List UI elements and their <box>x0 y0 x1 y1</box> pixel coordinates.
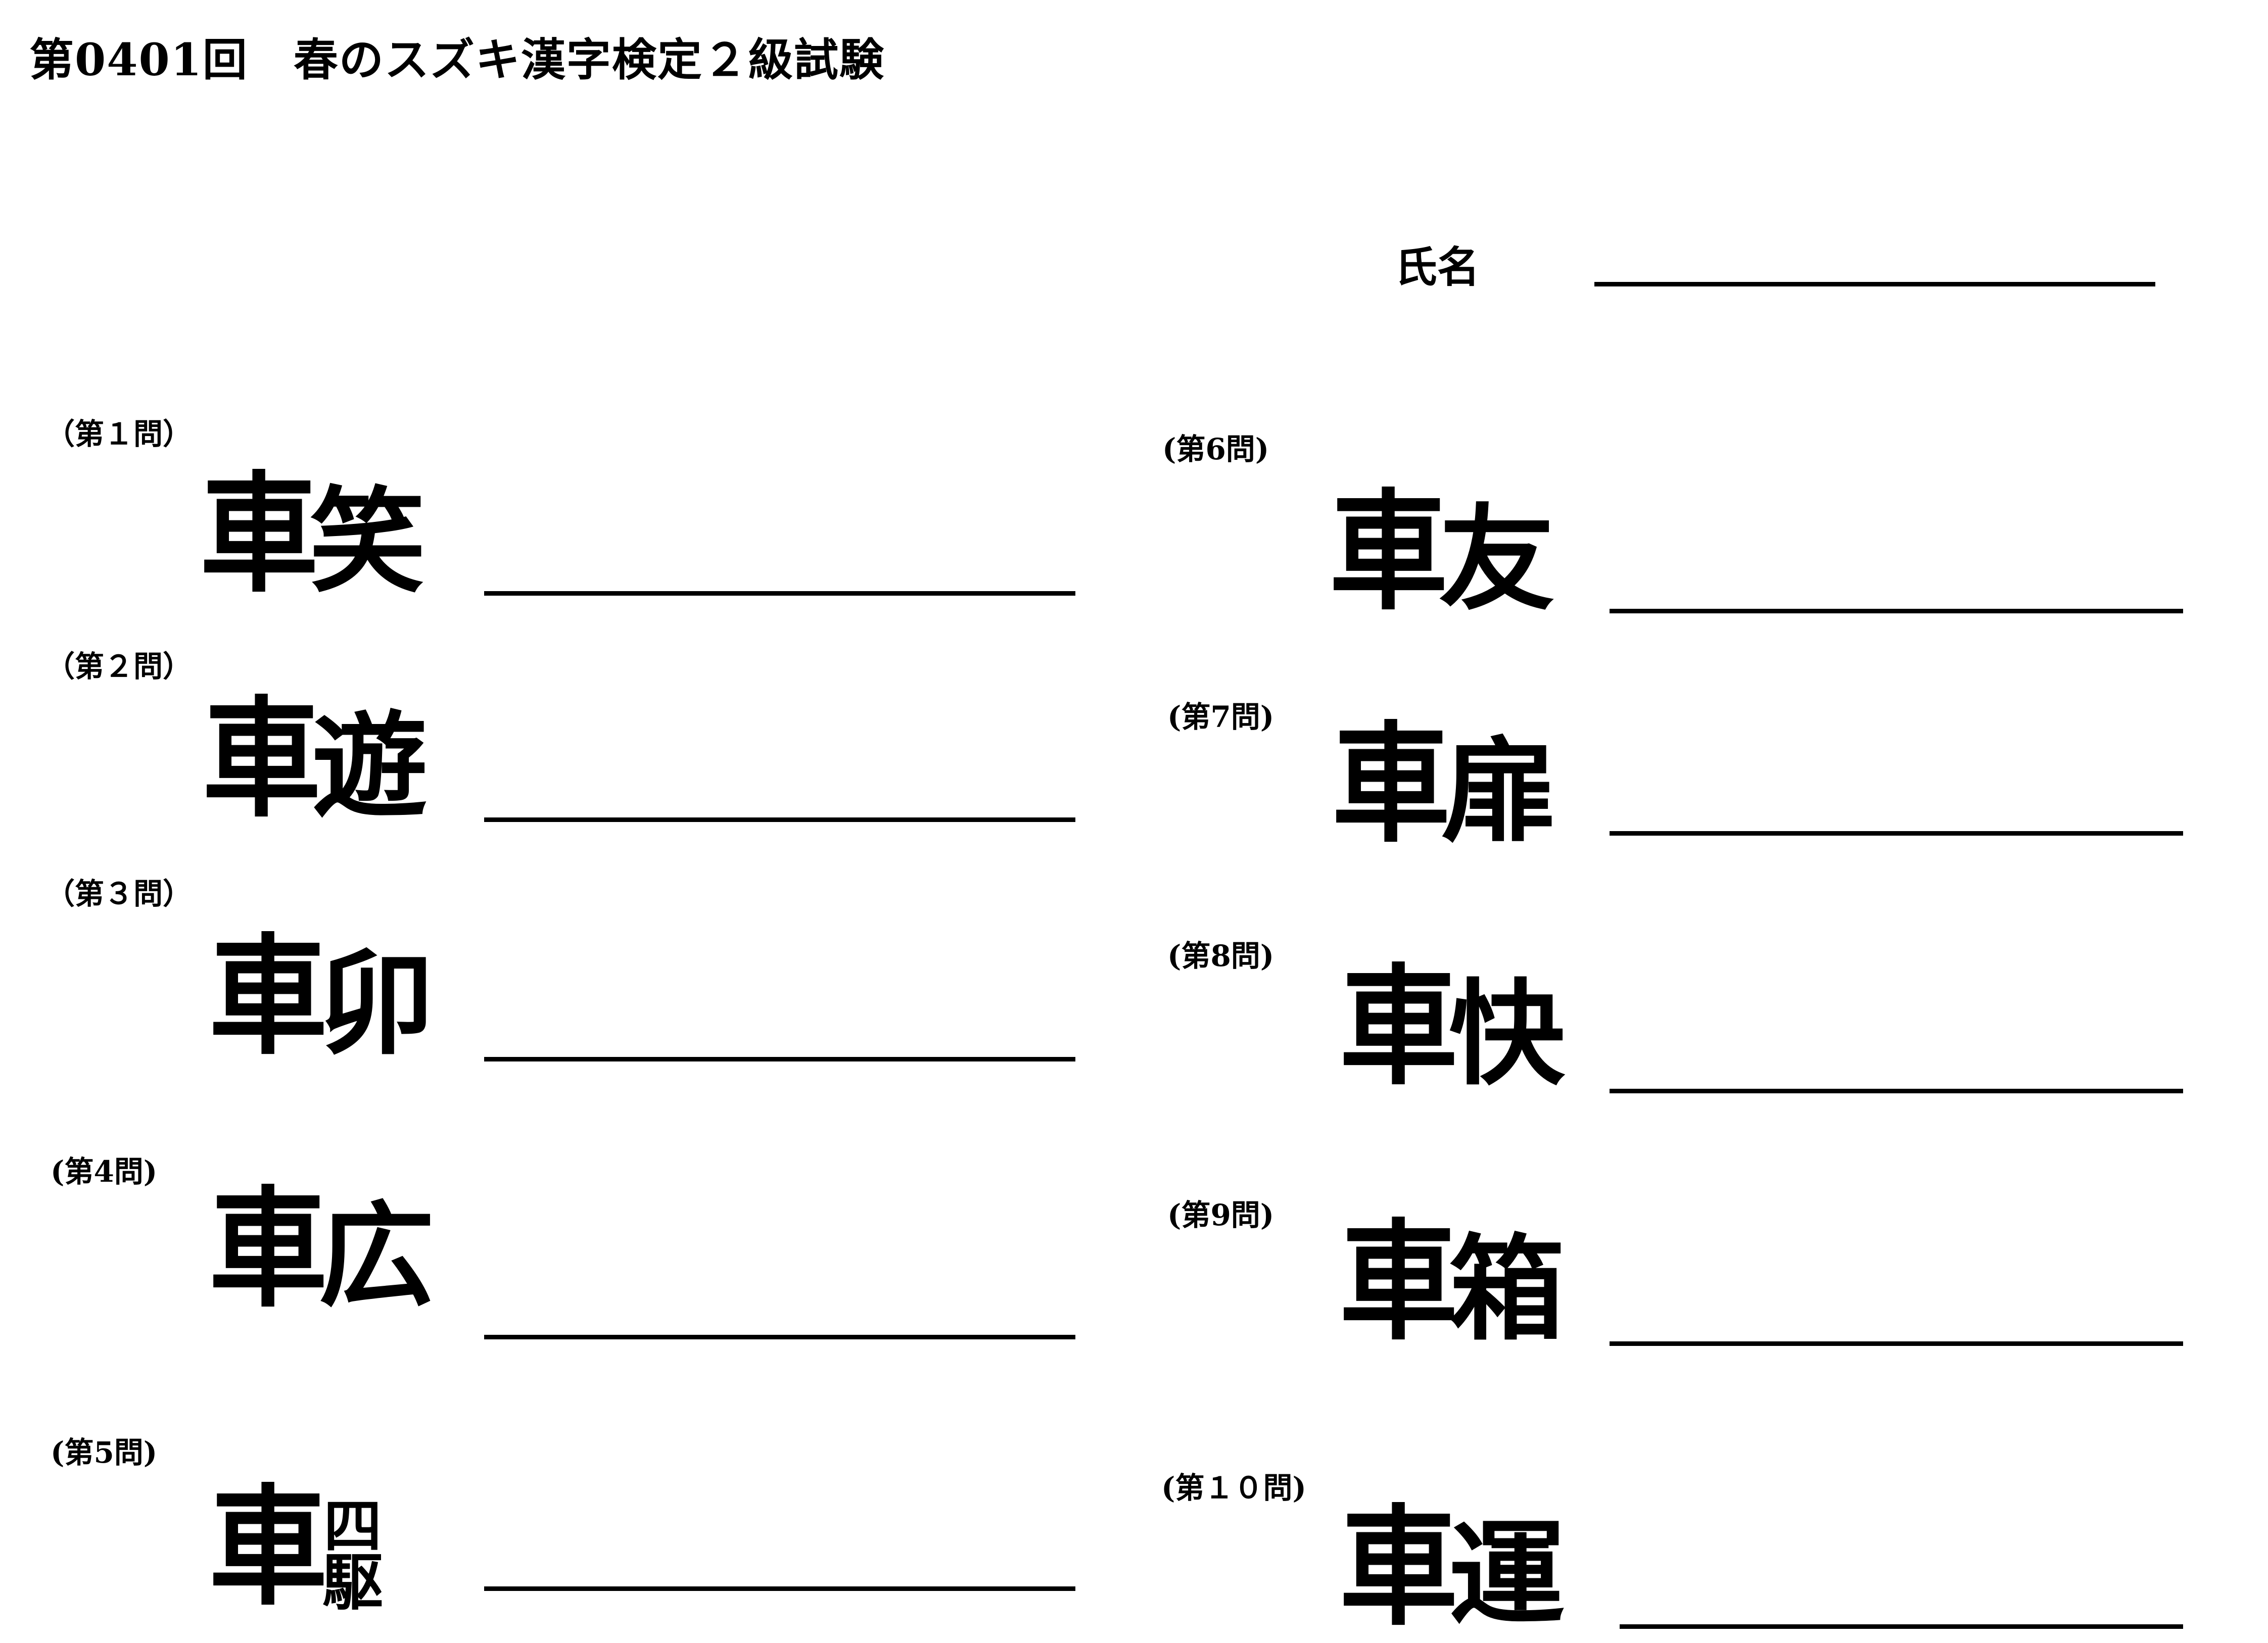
question-4-radical: 車 <box>209 1174 328 1325</box>
question-10-answer-line[interactable] <box>1620 1624 2183 1629</box>
question-5-radical: 車 <box>209 1472 328 1623</box>
question-5-label: (第5問) <box>51 1435 158 1470</box>
question-7-label: (第7問) <box>1167 700 1274 734</box>
question-8-kanji: 車快 <box>1329 951 1565 1102</box>
question-1-component: 笑 <box>309 475 426 608</box>
question-1-label: （第１問） <box>45 417 193 451</box>
question-5-component-bottom: 駆 <box>322 1547 384 1618</box>
exam-title: 第0401回 春のスズキ漢字検定２級試験 <box>29 33 885 86</box>
question-2-answer-line[interactable] <box>484 817 1075 822</box>
question-4-kanji: 車広 <box>199 1174 435 1325</box>
question-6-kanji: 車友 <box>1319 476 1555 627</box>
question-3-radical: 車 <box>209 921 328 1072</box>
question-10-kanji: 車運 <box>1329 1492 1565 1643</box>
question-4-component: 広 <box>318 1190 435 1323</box>
question-9-label: (第9問) <box>1167 1198 1274 1232</box>
question-4-label: (第4問) <box>51 1154 158 1189</box>
question-8-answer-line[interactable] <box>1610 1089 2183 1093</box>
question-7-answer-line[interactable] <box>1610 831 2183 836</box>
question-6-component: 友 <box>1439 493 1555 626</box>
question-1-radical: 車 <box>200 459 319 610</box>
question-9-component: 箱 <box>1449 1223 1565 1356</box>
question-9-radical: 車 <box>1339 1206 1458 1358</box>
question-5-answer-line[interactable] <box>484 1586 1075 1591</box>
question-3-kanji: 車卯 <box>199 921 435 1072</box>
question-8-label: (第8問) <box>1167 939 1274 973</box>
question-6-label: (第6問) <box>1162 432 1269 466</box>
question-2-label: （第２問） <box>45 649 193 684</box>
question-3-component: 卯 <box>318 937 435 1071</box>
question-3-label: （第３問） <box>45 877 193 911</box>
question-5-kanji: 車 四 駆 <box>199 1472 384 1623</box>
question-9-answer-line[interactable] <box>1610 1341 2183 1346</box>
name-label: 氏名 <box>1395 242 1480 292</box>
question-10-radical: 車 <box>1339 1492 1458 1643</box>
question-1-kanji: 車笑 <box>190 459 426 610</box>
question-2-kanji: 車遊 <box>192 684 428 835</box>
question-10-label: (第１０問) <box>1161 1471 1306 1505</box>
question-7-component: 扉 <box>1441 725 1557 858</box>
question-8-radical: 車 <box>1339 951 1458 1102</box>
question-9-kanji: 車箱 <box>1329 1206 1565 1358</box>
question-2-radical: 車 <box>202 684 321 835</box>
question-3-answer-line[interactable] <box>484 1057 1075 1061</box>
question-7-kanji: 車扉 <box>1321 709 1557 860</box>
question-5-component: 四 駆 <box>322 1492 384 1618</box>
question-8-component: 快 <box>1449 968 1565 1101</box>
question-6-answer-line[interactable] <box>1610 609 2183 613</box>
question-4-answer-line[interactable] <box>484 1335 1075 1339</box>
name-answer-line[interactable] <box>1594 282 2155 286</box>
question-10-component: 運 <box>1449 1508 1565 1641</box>
question-5-component-top: 四 <box>323 1492 382 1561</box>
question-1-answer-line[interactable] <box>484 591 1075 596</box>
question-2-component: 遊 <box>312 700 428 833</box>
question-6-radical: 車 <box>1329 476 1448 627</box>
question-7-radical: 車 <box>1332 709 1451 860</box>
